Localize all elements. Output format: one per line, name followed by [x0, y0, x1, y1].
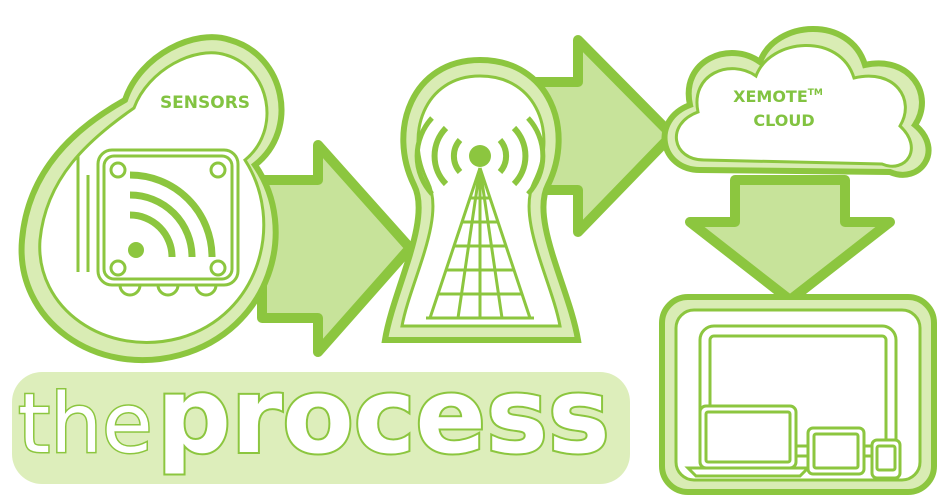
laptop-icon [684, 404, 812, 478]
svg-text:XEMOTETM: XEMOTETM [733, 87, 823, 106]
sensors-node: SENSORS [18, 34, 285, 363]
title-part2: process [157, 355, 610, 477]
arrow-cloud-to-devices [685, 175, 895, 305]
cloud-label-line2: CLOUD [753, 111, 814, 130]
title-part1: the [18, 377, 153, 472]
svg-text:theprocess: theprocess [18, 355, 610, 477]
devices-icon [684, 324, 902, 480]
title: theprocess [12, 353, 630, 484]
devices-node [659, 294, 937, 495]
radio-tower-icon [414, 116, 546, 320]
sensors-label: SENSORS [160, 93, 250, 113]
cloud-label-line1: XEMOTE [733, 87, 808, 106]
sensor-device-icon [76, 148, 240, 297]
arrow-sensors-to-tower [257, 140, 415, 357]
cloud-node: XEMOTETM CLOUD [661, 26, 932, 178]
cloud-label-trademark: TM [808, 88, 823, 98]
tower-node [381, 56, 582, 343]
